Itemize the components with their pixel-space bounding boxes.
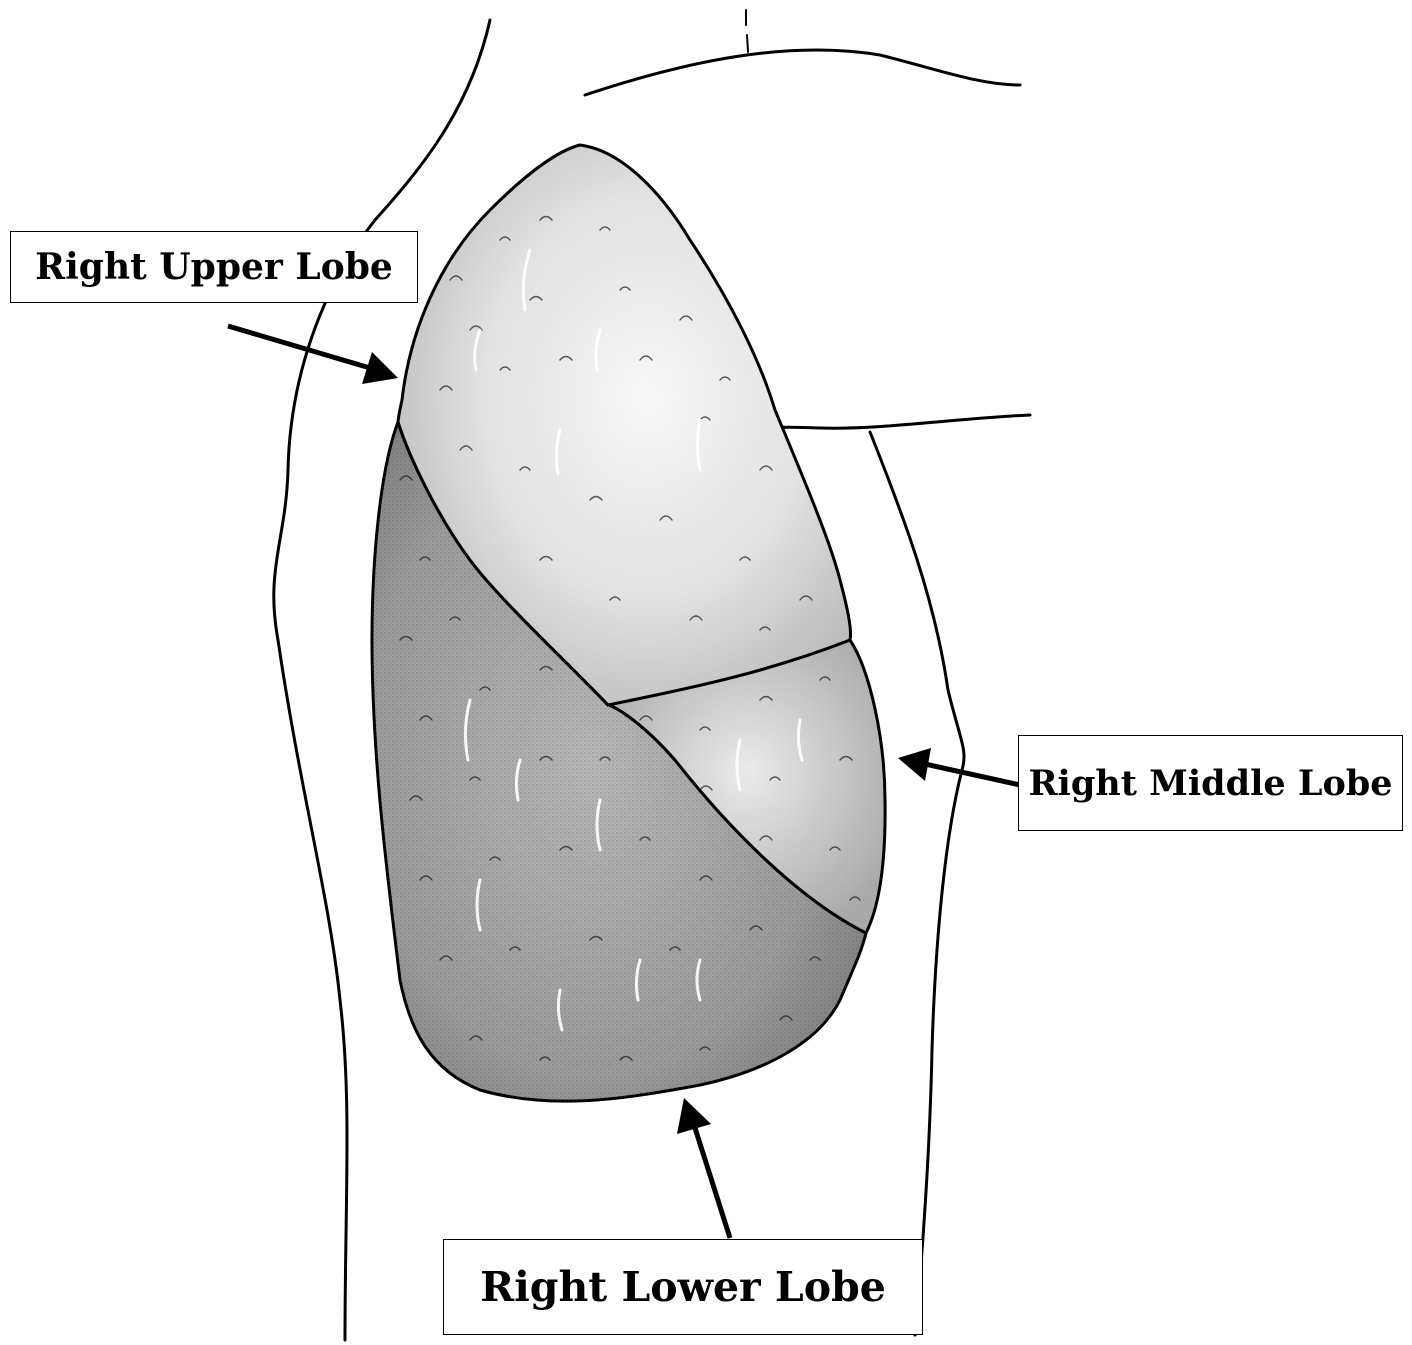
upper-lobe-arrowhead — [362, 352, 398, 384]
upper-lobe-arrow-shaft — [228, 326, 370, 368]
lower-lobe-arrowhead — [677, 1098, 711, 1134]
lower-lobe-arrow-shaft — [695, 1128, 730, 1238]
neck-line — [746, 10, 748, 52]
right-middle-lobe-label: Right Middle Lobe — [1018, 735, 1403, 831]
right-body-edge — [870, 432, 964, 1335]
middle-lobe-arrowhead — [898, 748, 931, 781]
clavicle-line — [585, 50, 1020, 95]
right-lower-lobe-label: Right Lower Lobe — [443, 1239, 923, 1335]
right-upper-lobe-label: Right Upper Lobe — [10, 231, 418, 303]
middle-lobe-arrow-shaft — [925, 764, 1020, 785]
